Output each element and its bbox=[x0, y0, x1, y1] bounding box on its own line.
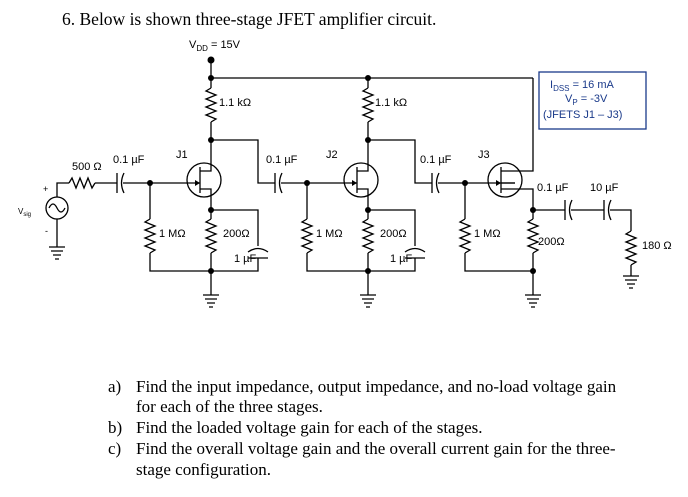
vp-spec: VP = -3V bbox=[565, 93, 608, 107]
stage2-jfet bbox=[343, 158, 379, 202]
stage2-rd-label: 1.1 kΩ bbox=[375, 97, 407, 109]
part-a-letter: a) bbox=[108, 377, 121, 396]
part-c-line1: Find the overall voltage gain and the ov… bbox=[136, 439, 616, 458]
problem-parts: a) Find the input impedance, output impe… bbox=[108, 377, 617, 479]
source-minus: - bbox=[45, 226, 48, 236]
part-c-line2: stage configuration. bbox=[136, 460, 271, 479]
cin-label: 0.1 µF bbox=[113, 154, 145, 166]
source-plus: + bbox=[43, 184, 48, 194]
cout2-label: 10 µF bbox=[590, 182, 619, 194]
stage1-source-network bbox=[203, 202, 269, 308]
coupling-capacitor-1-2 bbox=[257, 160, 307, 194]
stage2-cs-label: 1 µF bbox=[390, 253, 413, 265]
cout1-label: 0.1 µF bbox=[537, 182, 569, 194]
stage1-drain-resistor bbox=[204, 78, 259, 160]
stage2-rg-label: 1 MΩ bbox=[316, 228, 343, 240]
signal-source bbox=[45, 182, 69, 260]
stage1-cs-label: 1 µF bbox=[234, 253, 257, 265]
stage3-rg-label: 1 MΩ bbox=[474, 228, 501, 240]
load-resistor bbox=[623, 230, 639, 289]
stage2-rs-label: 200Ω bbox=[380, 228, 407, 240]
stage2-jfet-label: J2 bbox=[326, 149, 338, 161]
rl-label: 180 Ω bbox=[642, 240, 672, 252]
stage2-source-network bbox=[360, 202, 426, 308]
stage2-gate-network bbox=[300, 180, 368, 272]
stage1-jfet bbox=[186, 158, 222, 202]
stage3-rs-label: 200Ω bbox=[538, 236, 565, 248]
c23-label: 0.1 µF bbox=[420, 154, 452, 166]
problem-title: 6. Below is shown three-stage JFET ampli… bbox=[62, 9, 436, 29]
rs-input-label: 500 Ω bbox=[72, 161, 102, 173]
vsig-label: Vsig bbox=[18, 207, 31, 218]
part-a-line2: for each of the three stages. bbox=[136, 397, 323, 416]
stage1-gate-network bbox=[143, 180, 211, 272]
output-coupling-network bbox=[533, 199, 632, 231]
part-c-letter: c) bbox=[108, 439, 121, 458]
stage3-jfet bbox=[487, 155, 534, 202]
stage1-rg-label: 1 MΩ bbox=[159, 228, 186, 240]
idss-spec: IDSS = 16 mA bbox=[550, 79, 615, 93]
stage2-drain-resistor bbox=[361, 87, 416, 160]
part-b-letter: b) bbox=[108, 418, 122, 437]
part-b-line1: Find the loaded voltage gain for each of… bbox=[136, 418, 483, 437]
c12-label: 0.1 µF bbox=[266, 154, 298, 166]
input-resistor bbox=[68, 176, 117, 190]
coupling-capacitor-2-3 bbox=[414, 160, 465, 194]
stage1-rd-label: 1.1 kΩ bbox=[219, 97, 251, 109]
stage1-rs-label: 200Ω bbox=[223, 228, 250, 240]
input-capacitor bbox=[116, 172, 150, 194]
vdd-label: VDD = 15V bbox=[189, 39, 241, 53]
stage1-jfet-label: J1 bbox=[176, 149, 188, 161]
stage3-source-network bbox=[525, 202, 541, 308]
part-a-line1: Find the input impedance, output impedan… bbox=[136, 377, 617, 396]
jfet-spec-box: IDSS = 16 mA VP = -3V (JFETS J1 – J3) bbox=[538, 71, 647, 130]
jfets-label: (JFETS J1 – J3) bbox=[543, 109, 622, 121]
stage3-jfet-label: J3 bbox=[478, 149, 490, 161]
stage3-gate-network bbox=[458, 180, 533, 272]
